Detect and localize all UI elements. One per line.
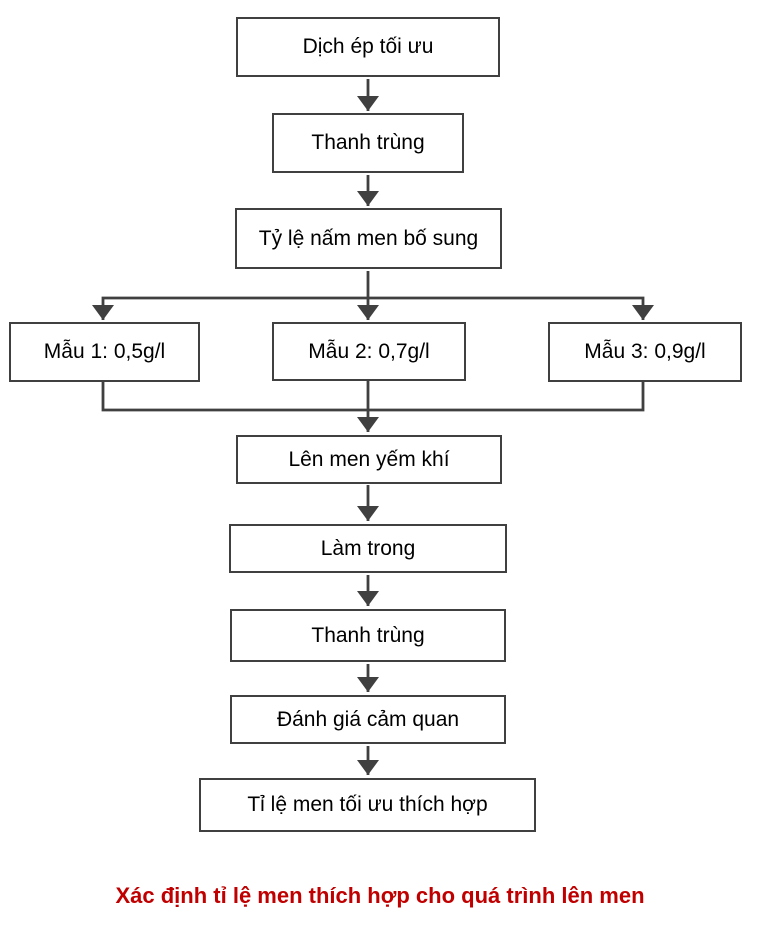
- flow-node-label: Mẫu 1: 0,5g/l: [43, 340, 166, 364]
- flow-node-label: Mẫu 2: 0,7g/l: [308, 339, 430, 363]
- flow-node-pasteurize-2: Thanh trùng: [230, 609, 506, 662]
- flow-node-label: Mẫu 3: 0,9g/l: [584, 340, 706, 364]
- flow-node-yeast-ratio: Tỷ lệ nấm men bố sung: [235, 208, 502, 269]
- flow-node-label: Đánh giá cảm quan: [276, 707, 460, 731]
- connector-merge-right: [368, 382, 645, 412]
- flow-node-label: Thanh trùng: [311, 623, 425, 647]
- flow-node-sample-3: Mẫu 3: 0,9g/l: [548, 322, 742, 382]
- flow-node-label: Dịch ép tối ưu: [302, 35, 434, 59]
- flow-node-label: Tỉ lệ men tối ưu thích hợp: [247, 793, 488, 817]
- flow-node-anaerobic-fermentation: Lên men yếm khí: [236, 435, 502, 484]
- flow-node-sample-2: Mẫu 2: 0,7g/l: [272, 322, 466, 381]
- connector-branch-left-to-sample1: [92, 296, 368, 320]
- flow-node-sensory-evaluation: Đánh giá cảm quan: [230, 695, 506, 744]
- flow-node-label: Thanh trùng: [311, 131, 425, 155]
- flow-node-label: Lên men yếm khí: [288, 447, 450, 471]
- flow-node-label: Tỷ lệ nấm men bố sung: [258, 226, 479, 250]
- flow-node-optimal-yeast-ratio: Tỉ lệ men tối ưu thích hợp: [199, 778, 536, 832]
- diagram-caption: Xác định tỉ lệ men thích hợp cho quá trì…: [115, 883, 645, 908]
- flow-node-label: Làm trong: [320, 536, 416, 560]
- connector-branch-right-to-sample3: [368, 296, 654, 320]
- flow-node-optimal-juice: Dịch ép tối ưu: [236, 17, 500, 77]
- flow-node-pasteurize-1: Thanh trùng: [272, 113, 464, 173]
- flow-node-clarification: Làm trong: [229, 524, 507, 573]
- flow-node-sample-1: Mẫu 1: 0,5g/l: [9, 322, 200, 382]
- connector-merge-left: [101, 382, 368, 412]
